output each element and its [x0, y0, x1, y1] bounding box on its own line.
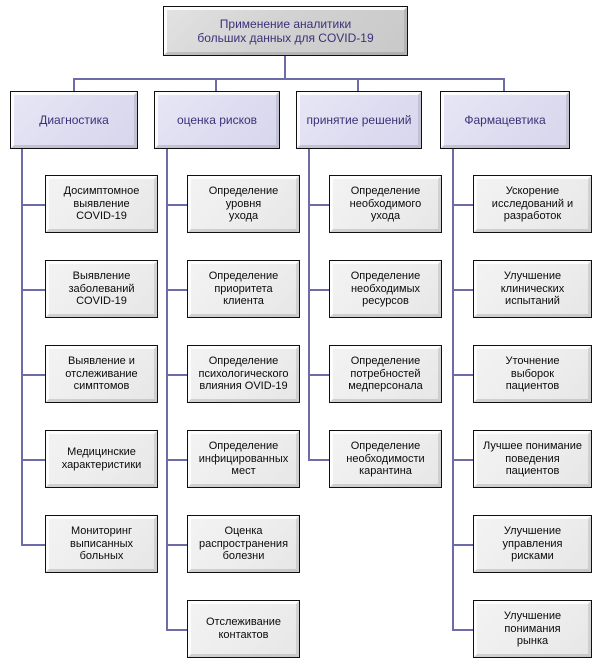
- leaf-node-label: Определение необходимых ресурсов: [350, 269, 421, 308]
- connector-stub: [452, 204, 473, 206]
- leaf-node[interactable]: Оценка распространения болезни: [187, 515, 300, 573]
- leaf-node-label: Уточнение выборок пациентов: [505, 354, 560, 393]
- connector-stub: [452, 629, 473, 631]
- connector-stub: [21, 459, 45, 461]
- leaf-node-label: Определение инфицированных мест: [198, 439, 289, 478]
- leaf-node[interactable]: Улучшение понимания рынка: [473, 600, 592, 658]
- connector-stub: [308, 459, 329, 461]
- leaf-node[interactable]: Уточнение выборок пациентов: [473, 345, 592, 403]
- leaf-node-label: Выявление заболеваний COVID-19: [68, 269, 135, 308]
- leaf-node-label: Досимптомное выявление COVID-19: [63, 184, 140, 223]
- leaf-node[interactable]: Определение приоритета клиента: [187, 260, 300, 318]
- leaf-node-label: Ускорение исследований и разработок: [491, 184, 574, 223]
- connector-drop-branch-2: [215, 78, 217, 91]
- leaf-node[interactable]: Определение инфицированных мест: [187, 430, 300, 488]
- connector-distribution-bar: [73, 78, 505, 80]
- leaf-node[interactable]: Определение потребностей медперсонала: [329, 345, 442, 403]
- leaf-node-label: Определение приоритета клиента: [208, 269, 279, 308]
- branch-node-prinyatie-resheniy[interactable]: принятие решений: [296, 91, 422, 149]
- connector-drop-branch-4: [503, 78, 505, 91]
- leaf-node[interactable]: Определение уровня ухода: [187, 175, 300, 233]
- leaf-node-label: Мониторинг выписанных больных: [69, 524, 134, 563]
- leaf-node[interactable]: Отслеживание контактов: [187, 600, 300, 658]
- connector-stub: [452, 289, 473, 291]
- connector-stub: [21, 374, 45, 376]
- leaf-node-label: Определение необходимости карантина: [346, 439, 425, 478]
- leaf-node-label: Определение необходимого ухода: [349, 184, 422, 223]
- branch-node-farmacevtika[interactable]: Фармацевтика: [440, 91, 570, 149]
- branch-node-label: Диагностика: [39, 112, 109, 127]
- leaf-node-label: Оценка распространения болезни: [198, 524, 289, 563]
- branch-node-label: Фармацевтика: [464, 112, 546, 127]
- branch-node-ocenka-riskov[interactable]: оценка рисков: [154, 91, 280, 149]
- leaf-node-label: Определение потребностей медперсонала: [348, 354, 423, 393]
- leaf-node-label: Улучшение клинических испытаний: [500, 269, 565, 308]
- leaf-node[interactable]: Досимптомное выявление COVID-19: [45, 175, 158, 233]
- connector-stub: [166, 544, 187, 546]
- leaf-node[interactable]: Улучшение клинических испытаний: [473, 260, 592, 318]
- leaf-node[interactable]: Определение психологического влияния OVI…: [187, 345, 300, 403]
- leaf-node[interactable]: Определение необходимости карантина: [329, 430, 442, 488]
- leaf-node-label: Улучшение понимания рынка: [503, 609, 562, 648]
- connector-stub: [21, 544, 45, 546]
- connector-drop-branch-3: [357, 78, 359, 91]
- connector-stub: [452, 544, 473, 546]
- leaf-node-label: Лучшее понимание поведения пациентов: [483, 439, 582, 478]
- leaf-node[interactable]: Определение необходимого ухода: [329, 175, 442, 233]
- connector-stub: [452, 374, 473, 376]
- leaf-node-label: Медицинские характеристики: [61, 446, 142, 471]
- connector-stub: [452, 459, 473, 461]
- connector-stub: [308, 204, 329, 206]
- leaf-node[interactable]: Определение необходимых ресурсов: [329, 260, 442, 318]
- connector-drop-branch-1: [73, 78, 75, 91]
- leaf-node[interactable]: Медицинские характеристики: [45, 430, 158, 488]
- connector-stub: [308, 289, 329, 291]
- connector-root-stem: [284, 56, 286, 79]
- connector-stub: [166, 629, 187, 631]
- leaf-node-label: Улучшение управления рисками: [502, 524, 563, 563]
- connector-trunk-branch-4: [452, 149, 454, 630]
- connector-trunk-branch-1: [21, 149, 23, 545]
- connector-stub: [308, 374, 329, 376]
- connector-stub: [166, 374, 187, 376]
- leaf-node[interactable]: Ускорение исследований и разработок: [473, 175, 592, 233]
- connector-stub: [166, 204, 187, 206]
- connector-stub: [21, 289, 45, 291]
- leaf-node[interactable]: Выявление заболеваний COVID-19: [45, 260, 158, 318]
- connector-stub: [166, 289, 187, 291]
- leaf-node[interactable]: Лучшее понимание поведения пациентов: [473, 430, 592, 488]
- connector-stub: [21, 204, 45, 206]
- leaf-node[interactable]: Мониторинг выписанных больных: [45, 515, 158, 573]
- connector-trunk-branch-2: [166, 149, 168, 630]
- branch-node-label: принятие решений: [306, 112, 412, 127]
- leaf-node-label: Определение психологического влияния OVI…: [198, 354, 289, 393]
- branch-node-diagnostika[interactable]: Диагностика: [10, 91, 138, 149]
- root-node-label: Применение аналитики больших данных для …: [197, 16, 374, 45]
- connector-trunk-branch-3: [308, 149, 310, 460]
- leaf-node-label: Отслеживание контактов: [205, 616, 282, 641]
- leaf-node[interactable]: Выявление и отслеживание симптомов: [45, 345, 158, 403]
- connector-stub: [166, 459, 187, 461]
- root-node: Применение аналитики больших данных для …: [163, 6, 408, 56]
- branch-node-label: оценка рисков: [176, 112, 258, 127]
- leaf-node[interactable]: Улучшение управления рисками: [473, 515, 592, 573]
- leaf-node-label: Выявление и отслеживание симптомов: [65, 354, 138, 393]
- leaf-node-label: Определение уровня ухода: [208, 184, 279, 223]
